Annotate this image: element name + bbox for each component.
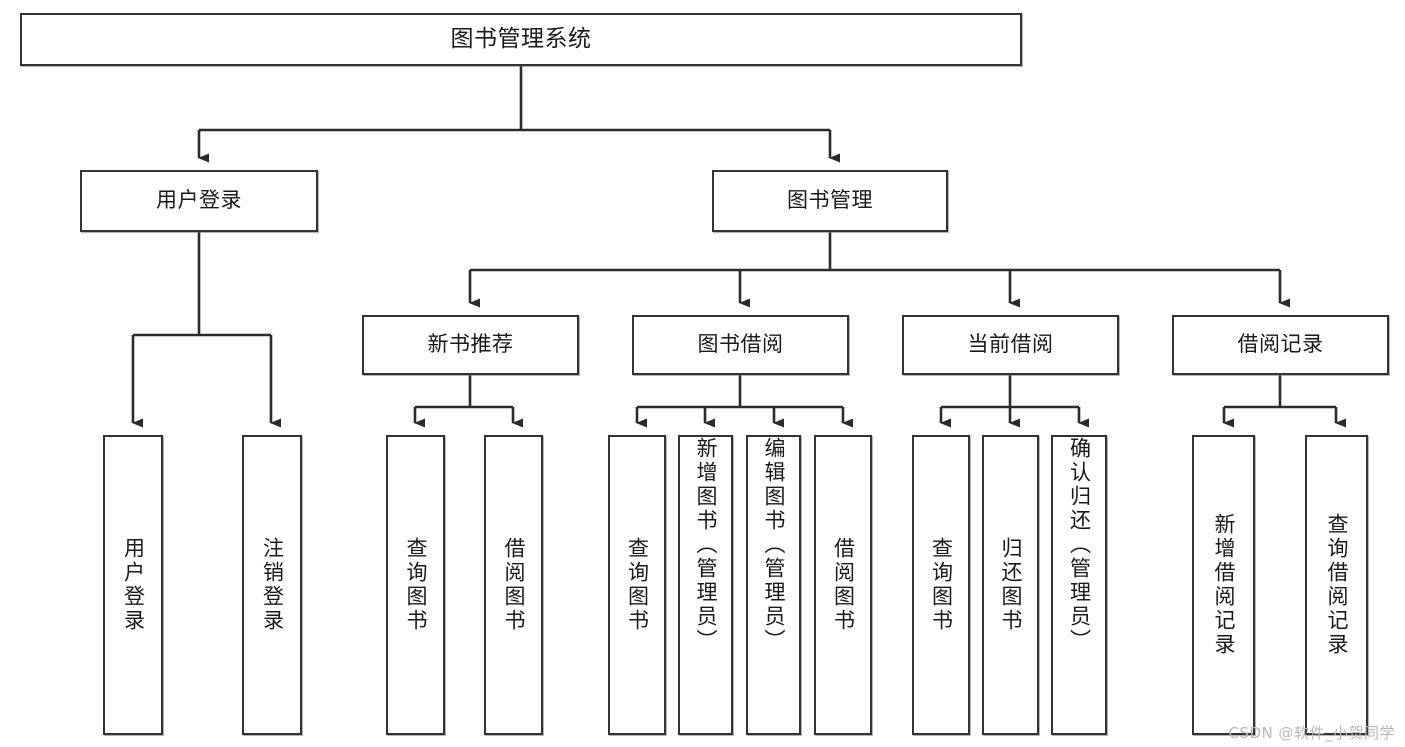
node-book-borrow-label: 图书借阅 — [697, 332, 784, 357]
leaf-query-book-3-label: 查询图书 — [929, 537, 954, 633]
node-borrow-record-label: 借阅记录 — [1237, 332, 1324, 357]
node-book-manage[interactable]: 图书管理 — [712, 170, 948, 232]
leaf-return-book-label: 归还图书 — [999, 537, 1023, 633]
leaf-add-book-label: 新增图书（管理员） — [694, 437, 718, 653]
leaf-query-book-1-label: 查询图书 — [404, 537, 428, 633]
node-current-borrow-label: 当前借阅 — [967, 332, 1054, 357]
leaf-add-record[interactable]: 新增借阅记录 — [1192, 435, 1255, 735]
leaf-query-book-1[interactable]: 查询图书 — [386, 435, 445, 735]
leaf-borrow-book-2[interactable]: 借阅图书 — [814, 435, 872, 735]
leaf-confirm-return-label: 确认归还（管理员） — [1067, 437, 1092, 653]
leaf-query-book-3[interactable]: 查询图书 — [912, 435, 970, 735]
leaf-query-book-2[interactable]: 查询图书 — [608, 435, 666, 735]
leaf-query-record-label: 查询借阅记录 — [1325, 513, 1349, 657]
node-user-login-label: 用户登录 — [156, 188, 242, 213]
leaf-borrow-book-1[interactable]: 借阅图书 — [484, 435, 543, 735]
node-new-book-rec[interactable]: 新书推荐 — [362, 315, 579, 375]
node-book-borrow[interactable]: 图书借阅 — [632, 315, 849, 375]
leaf-logout-login[interactable]: 注销登录 — [242, 435, 302, 735]
leaf-logout-login-label: 注销登录 — [260, 537, 285, 633]
leaf-user-login-label: 用户登录 — [121, 537, 146, 633]
node-current-borrow[interactable]: 当前借阅 — [902, 315, 1119, 375]
leaf-add-record-label: 新增借阅记录 — [1212, 513, 1236, 657]
node-root-label: 图书管理系统 — [450, 25, 592, 52]
leaf-user-login[interactable]: 用户登录 — [103, 435, 163, 735]
leaf-add-book[interactable]: 新增图书（管理员） — [678, 435, 733, 735]
leaf-borrow-book-2-label: 借阅图书 — [831, 537, 856, 633]
leaf-query-book-2-label: 查询图书 — [625, 537, 650, 633]
leaf-borrow-book-1-label: 借阅图书 — [502, 537, 526, 633]
node-user-login[interactable]: 用户登录 — [80, 170, 318, 232]
node-borrow-record[interactable]: 借阅记录 — [1172, 315, 1389, 375]
leaf-query-record[interactable]: 查询借阅记录 — [1305, 435, 1368, 735]
node-root[interactable]: 图书管理系统 — [20, 13, 1022, 66]
leaf-return-book[interactable]: 归还图书 — [982, 435, 1039, 735]
leaf-confirm-return[interactable]: 确认归还（管理员） — [1051, 435, 1107, 735]
leaf-edit-book[interactable]: 编辑图书（管理员） — [746, 435, 801, 735]
node-book-manage-label: 图书管理 — [787, 188, 873, 213]
node-new-book-rec-label: 新书推荐 — [427, 332, 514, 357]
leaf-edit-book-label: 编辑图书（管理员） — [762, 437, 786, 653]
